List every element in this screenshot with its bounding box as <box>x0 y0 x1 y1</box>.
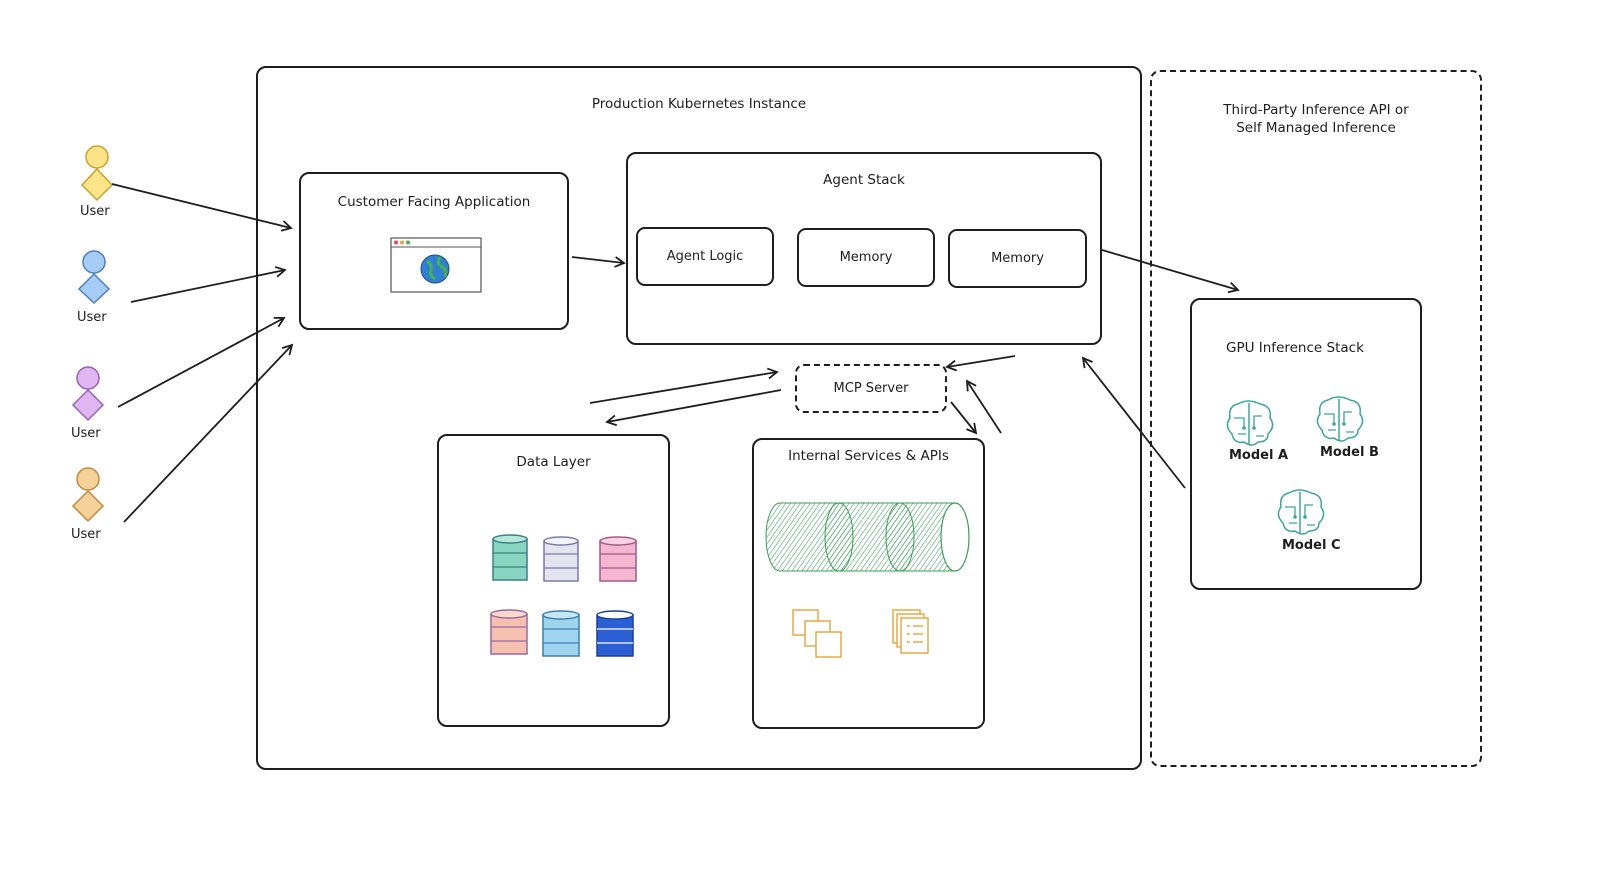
gpu-inference-stack[interactable]: GPU Inference Stack <box>1190 298 1422 590</box>
model-a-brain-icon <box>1226 400 1274 446</box>
arrow-user3-to-app <box>117 316 286 408</box>
model-c-brain-icon <box>1277 489 1325 535</box>
agent-logic-box[interactable]: Agent Logic <box>636 227 774 286</box>
kubernetes-instance-container: Production Kubernetes Instance <box>256 66 1142 770</box>
internal-services-apis[interactable]: Internal Services & APIs <box>752 438 985 729</box>
user-label-4: User <box>71 527 101 542</box>
arrow-mcp-to-data <box>605 389 782 427</box>
database-icon-blue <box>596 610 634 657</box>
user-label-3: User <box>71 426 101 441</box>
internal-services-title: Internal Services & APIs <box>788 448 949 464</box>
arrow-mcp-to-services <box>950 401 978 435</box>
arrow-user4-to-app <box>123 343 294 523</box>
memory-box-2[interactable]: Memory <box>948 229 1087 288</box>
arrow-app-to-agent <box>571 256 626 268</box>
memory-label-1: Memory <box>839 250 893 265</box>
user-icon-1 <box>80 145 114 202</box>
kubernetes-instance-title: Production Kubernetes Instance <box>591 96 807 112</box>
customer-app-title: Customer Facing Application <box>337 194 531 210</box>
arrow-agent-to-gpu <box>1101 249 1240 294</box>
database-icon-teal <box>492 534 528 581</box>
database-icon-light-blue <box>542 610 580 657</box>
customer-facing-application[interactable]: Customer Facing Application <box>299 172 569 330</box>
agent-stack[interactable]: Agent Stack <box>626 152 1102 345</box>
model-a-label: Model A <box>1229 448 1289 463</box>
memory-label-2: Memory <box>991 251 1044 266</box>
memory-box-1[interactable]: Memory <box>797 228 935 287</box>
database-icon-pink <box>599 536 637 582</box>
mcp-server[interactable]: MCP Server <box>795 364 947 413</box>
service-pipeline-icon <box>765 502 970 572</box>
third-party-title-line2: Self Managed Inference <box>1236 120 1396 136</box>
arrow-user2-to-app <box>130 266 287 303</box>
gpu-stack-title: GPU Inference Stack <box>1226 340 1364 356</box>
third-party-inference-container: Third-Party Inference API or Self Manage… <box>1150 70 1482 767</box>
document-list-icon <box>892 609 929 654</box>
arrow-agent-to-mcp <box>945 355 1016 372</box>
arrow-user1-to-app <box>111 183 293 232</box>
data-layer-title: Data Layer <box>516 454 591 470</box>
third-party-title-line1: Third-Party Inference API or <box>1223 102 1409 118</box>
arrow-services-to-mcp <box>965 379 1002 434</box>
user-label-1: User <box>80 204 110 219</box>
user-label-2: User <box>77 310 107 325</box>
user-icon-2 <box>77 250 111 305</box>
stacked-squares-icon <box>792 609 842 658</box>
database-icon-salmon <box>490 609 528 655</box>
model-b-label: Model B <box>1320 445 1379 460</box>
mcp-server-label: MCP Server <box>833 381 909 396</box>
model-c-label: Model C <box>1282 538 1341 553</box>
data-layer[interactable]: Data Layer <box>437 434 670 727</box>
browser-window-icon <box>390 237 482 293</box>
user-icon-3 <box>71 366 105 422</box>
user-icon-4 <box>71 467 105 523</box>
model-b-brain-icon <box>1316 396 1364 442</box>
arrow-data-to-mcp <box>589 367 779 404</box>
database-icon-gray <box>543 536 579 582</box>
agent-stack-title: Agent Stack <box>823 172 905 188</box>
agent-logic-label: Agent Logic <box>666 249 744 264</box>
arrow-gpu-to-agent <box>1081 356 1186 489</box>
